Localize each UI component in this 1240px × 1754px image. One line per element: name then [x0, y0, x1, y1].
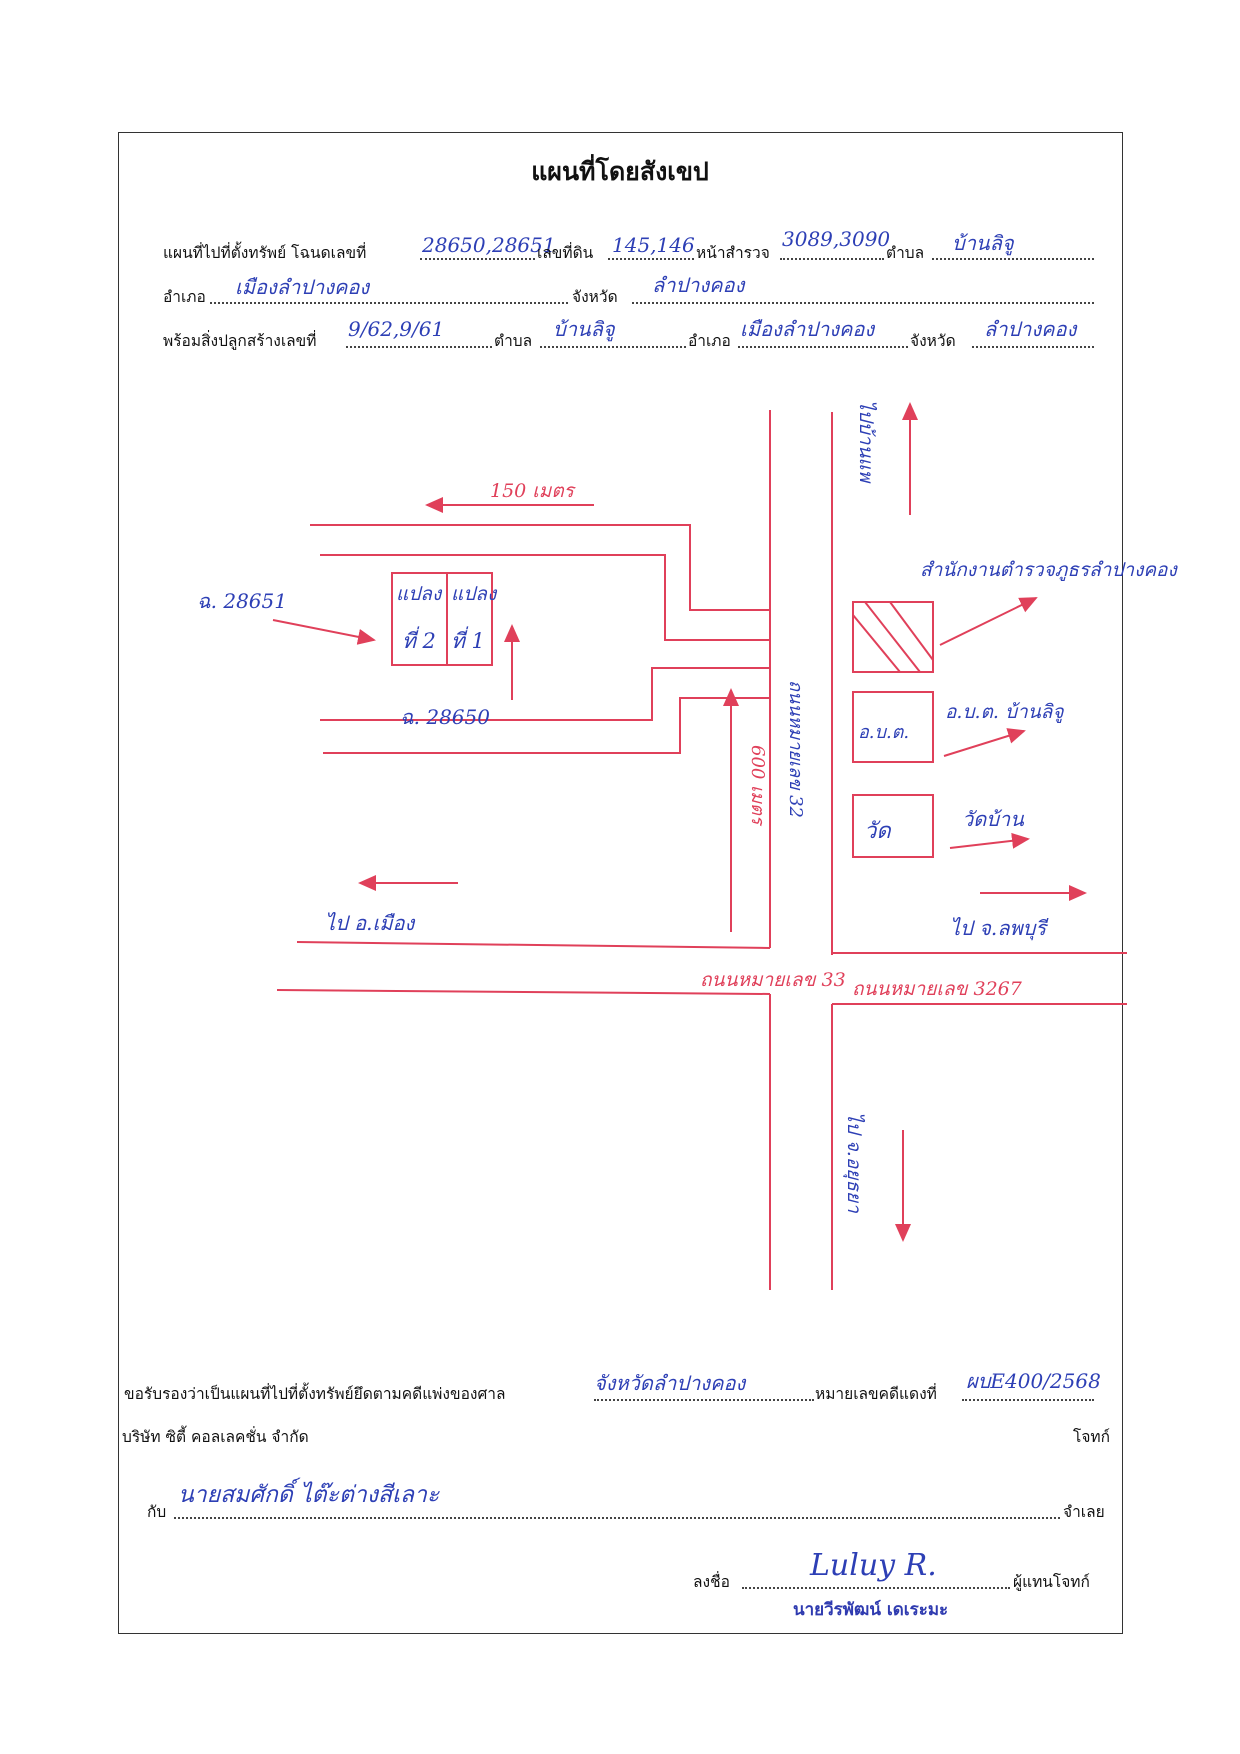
court-name: จังหวัดลำปางคอง [594, 1371, 746, 1395]
company-name: บริษัท ซิตี้ คอลเลคชั่น จำกัด [122, 1428, 309, 1446]
district-label-2: อำเภอ [688, 332, 731, 350]
defendant-label: จำเลย [1063, 1503, 1105, 1521]
province-2: ลำปางคอง [984, 317, 1077, 341]
land-no: 145,146 [612, 233, 695, 257]
with-label: กับ [147, 1503, 167, 1521]
building-no: 9/62,9/61 [348, 317, 445, 341]
deed-label: แผนที่ไปที่ตั้งทรัพย์ โฉนดเลขที่ [163, 244, 367, 262]
subdistrict: บ้านลิจู [952, 231, 1014, 255]
name-stamp: นายวีรพัฒน์ เดเระมะ [793, 1600, 949, 1620]
plaintiff-label: โจทก์ [1073, 1428, 1111, 1446]
land-no-label: เลขที่ดิน [537, 244, 594, 262]
case-label: หมายเลขคดีแดงที่ [815, 1385, 937, 1403]
province-label-2: จังหวัด [910, 332, 956, 350]
district-label: อำเภอ [163, 288, 206, 306]
certify-text: ขอรับรองว่าเป็นแผนที่ไปที่ตั้งทรัพย์ยึดต… [124, 1385, 506, 1403]
subdistrict-2: บ้านลิจู [553, 317, 615, 341]
document-frame [118, 132, 1123, 1634]
subdistrict-label-2: ตำบล [494, 332, 533, 350]
sign-label: ลงชื่อ [693, 1573, 730, 1591]
deed-no: 28650,28651 [422, 233, 556, 257]
district-2: เมืองลำปางคอง [740, 317, 875, 341]
survey-page-label: หน้าสำรวจ [696, 244, 770, 262]
survey-page: 3089,3090 [782, 227, 891, 251]
building-label: พร้อมสิ่งปลูกสร้างเลขที่ [163, 332, 317, 350]
case-no: ผบE400/2568 [966, 1369, 1101, 1393]
subdistrict-label: ตำบล [886, 244, 925, 262]
province-label: จังหวัด [572, 288, 618, 306]
district: เมืองลำปางคอง [235, 275, 370, 299]
signature: Luluy R. [810, 1548, 937, 1583]
page-title: แผนที่โดยสังเขป [531, 157, 709, 186]
rep-label: ผู้แทนโจทก์ [1013, 1573, 1090, 1591]
province: ลำปางคอง [652, 273, 745, 297]
defendant-name: นายสมศักดิ์ ไต๊ะต่างสีเลาะ [178, 1482, 440, 1508]
